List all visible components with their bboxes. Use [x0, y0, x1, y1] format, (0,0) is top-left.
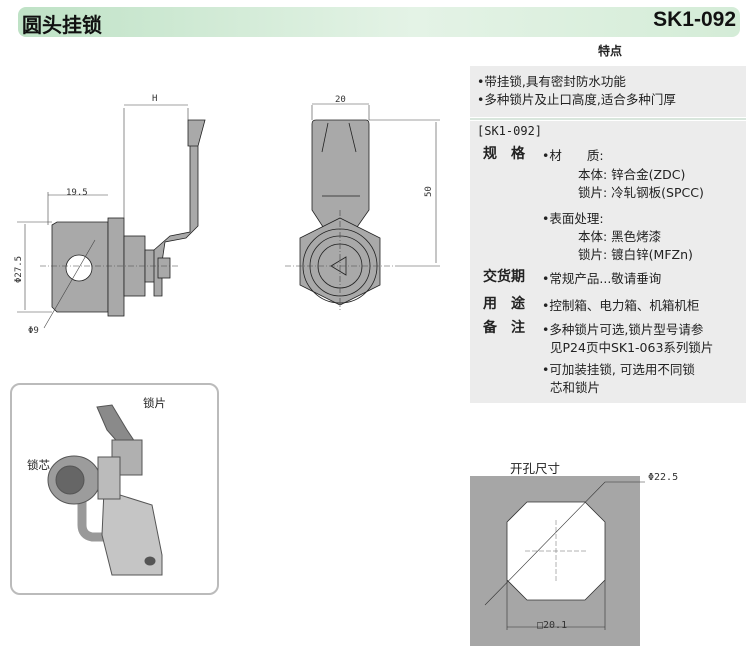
body-surface: 本体: 黑色烤漆 [578, 229, 662, 244]
cutout-diameter: Φ22.5 [648, 472, 678, 483]
usage-text: •控制箱、电力箱、机箱机柜 [542, 298, 700, 313]
dim-9: Φ9 [28, 326, 39, 336]
material-label: •材 质: [542, 148, 604, 163]
lock-plate-front [311, 119, 370, 231]
note-text: •可加装挂锁, 可选用不同锁 [542, 362, 695, 377]
spec-label: 规 格 [483, 146, 525, 162]
cutout-square: □20.1 [537, 620, 567, 631]
note-text: 芯和锁片 [550, 380, 601, 395]
dim-50: 50 [424, 186, 434, 197]
page-title: 圆头挂锁 [22, 13, 102, 37]
feature-item: •多种锁片及止口高度,适合多种门厚 [477, 92, 676, 107]
hex-nut-front [299, 217, 381, 306]
cutout-title: 开孔尺寸 [510, 461, 561, 476]
model-code: SK1-092 [653, 8, 736, 31]
delivery-label: 交货期 [483, 269, 525, 285]
hex-nut-side [107, 217, 125, 317]
body-material: 本体: 锌合金(ZDC) [578, 167, 686, 182]
dim-19-5: 19.5 [66, 188, 88, 198]
label-lock-plate: 锁片 [143, 396, 166, 410]
note-label: 备 注 [483, 320, 525, 336]
note-text: •多种锁片可选,锁片型号请参 [542, 322, 704, 337]
spec-box: [SK1-092] 规 格 •材 质: 本体: 锌合金(ZDC) 锁片: 冷轧钢… [470, 121, 746, 403]
lock-plate-side [153, 119, 206, 297]
divider [470, 118, 746, 120]
feature-item: •带挂锁,具有密封防水功能 [477, 74, 626, 89]
header-bar [18, 7, 740, 37]
plate-material: 锁片: 冷轧钢板(SPCC) [578, 185, 704, 200]
cutout-drawing: Φ22.5 □20.1 [470, 472, 678, 646]
delivery-text: •常规产品...敬请垂询 [542, 271, 662, 286]
dim-20: 20 [335, 95, 346, 105]
model-tag: [SK1-092] [477, 124, 543, 138]
features-heading: 特点 [597, 44, 622, 58]
note-text: 见P24页中SK1-063系列锁片 [550, 340, 714, 355]
features-box: •带挂锁,具有密封防水功能 •多种锁片及止口高度,适合多种门厚 [470, 66, 746, 117]
product-photo [47, 404, 163, 576]
product-photo-frame [10, 383, 219, 595]
dim-27-5: Φ27.5 [14, 256, 24, 283]
usage-label: 用 途 [483, 296, 525, 312]
dim-h: H [152, 94, 157, 104]
plate-surface: 锁片: 镀白锌(MFZn) [578, 247, 693, 262]
technical-drawing: H 19.5 Φ27.5 Φ9 20 50 [14, 94, 440, 336]
surface-label: •表面处理: [542, 211, 604, 226]
label-lock-core: 锁芯 [27, 458, 50, 472]
